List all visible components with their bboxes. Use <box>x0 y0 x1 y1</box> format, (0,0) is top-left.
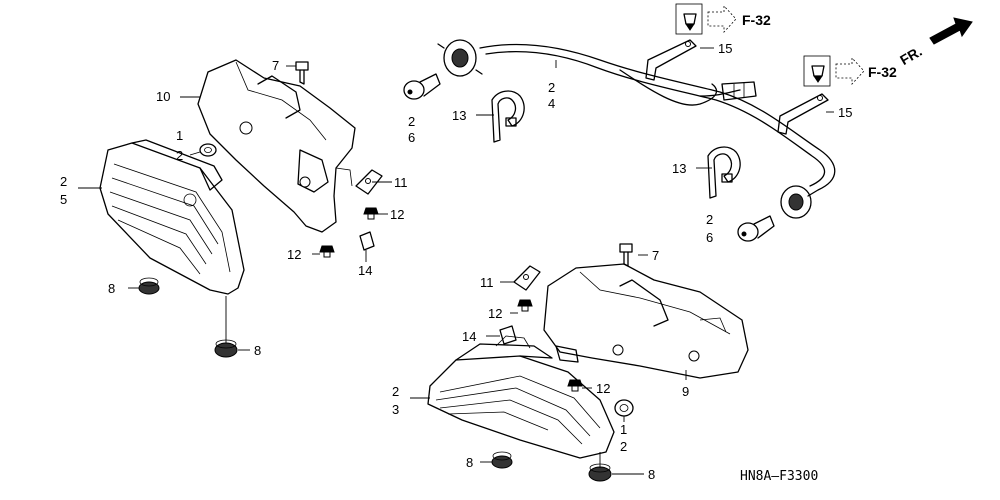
label-11-right: 11 <box>480 275 494 290</box>
nut-14-right <box>499 325 517 345</box>
label-12-lower-left: 12 <box>287 247 301 262</box>
clip-f32-upper <box>675 3 703 35</box>
screw-12-lower-left <box>319 245 335 258</box>
label-2-left-lens: 2 <box>60 174 67 189</box>
bulb-6-lower <box>737 215 775 242</box>
bulb-6-upper <box>403 73 441 100</box>
label-6-lower: 6 <box>706 230 713 245</box>
clamp-13-upper <box>491 90 525 143</box>
left-headlight-housing <box>197 59 356 233</box>
label-12-upper-left: 12 <box>390 207 404 222</box>
front-indicator: FR. <box>897 43 925 68</box>
grommet-1-left <box>199 143 217 157</box>
label-15-upper: 15 <box>718 41 732 56</box>
harness-connector <box>721 81 757 101</box>
clip-11-left <box>355 169 383 195</box>
label-4: 4 <box>548 96 555 111</box>
label-6-upper: 6 <box>408 130 415 145</box>
label-2-right-lens: 2 <box>392 384 399 399</box>
label-8-upper-left: 8 <box>108 281 115 296</box>
label-1-right: 1 <box>620 422 627 437</box>
bolt-7-left <box>295 61 309 85</box>
label-8-lower-left: 8 <box>254 343 261 358</box>
label-13-lower: 13 <box>672 161 686 176</box>
clip-f32-lower <box>803 55 831 87</box>
ref-f32-lower: F-32 <box>868 64 897 80</box>
left-headlight-lens <box>99 139 245 295</box>
nut-14-left <box>359 231 375 251</box>
arrow-f32-lower <box>835 56 865 86</box>
clamp-13-lower <box>707 146 741 199</box>
label-8-bottom-right: 8 <box>648 467 655 482</box>
label-12-upper-right: 12 <box>488 306 502 321</box>
label-5: 5 <box>60 192 67 207</box>
label-14-left: 14 <box>358 263 372 278</box>
ref-f32-upper: F-32 <box>742 12 771 28</box>
label-1-left: 1 <box>176 128 183 143</box>
part-labels: 1 2 2 5 7 10 8 8 11 12 12 14 2 6 2 4 13 … <box>60 41 852 482</box>
label-2-harness: 2 <box>548 80 555 95</box>
grommet-1-right <box>614 399 634 417</box>
screw-12-upper-right <box>517 299 533 312</box>
right-headlight-lens <box>427 335 615 459</box>
front-direction-arrow <box>929 17 973 45</box>
screw-12-upper-left <box>363 207 379 220</box>
label-7-right: 7 <box>652 248 659 263</box>
bulb-socket-upper <box>437 39 483 77</box>
grommet-8-upper-left <box>138 277 160 295</box>
label-15-lower: 15 <box>838 105 852 120</box>
label-2-bulb-upper: 2 <box>408 114 415 129</box>
leader-lines <box>78 47 834 475</box>
label-2-left-grommet: 2 <box>176 148 183 163</box>
label-3: 3 <box>392 402 399 417</box>
label-2-bulb-lower: 2 <box>706 212 713 227</box>
wire-harness <box>479 43 836 197</box>
stay-15-lower <box>777 93 829 135</box>
label-11-left: 11 <box>394 175 408 190</box>
bolt-7-right <box>619 243 633 267</box>
label-8-bottom-center: 8 <box>466 455 473 470</box>
bulb-socket-lower <box>780 185 812 219</box>
right-headlight-housing <box>543 263 749 379</box>
label-12-lower-right: 12 <box>596 381 610 396</box>
grommet-8-bottom-center <box>491 451 513 469</box>
label-7-left: 7 <box>272 58 279 73</box>
stay-15-upper <box>645 39 697 81</box>
diagram-code: HN8A—F3300 <box>740 469 818 484</box>
arrow-f32-upper <box>707 4 737 34</box>
label-2-right-grommet: 2 <box>620 439 627 454</box>
label-13-upper: 13 <box>452 108 466 123</box>
label-14-right: 14 <box>462 329 476 344</box>
label-9: 9 <box>682 384 689 399</box>
clip-11-right <box>513 265 541 291</box>
screw-12-lower-right <box>567 379 583 392</box>
label-10: 10 <box>156 89 170 104</box>
